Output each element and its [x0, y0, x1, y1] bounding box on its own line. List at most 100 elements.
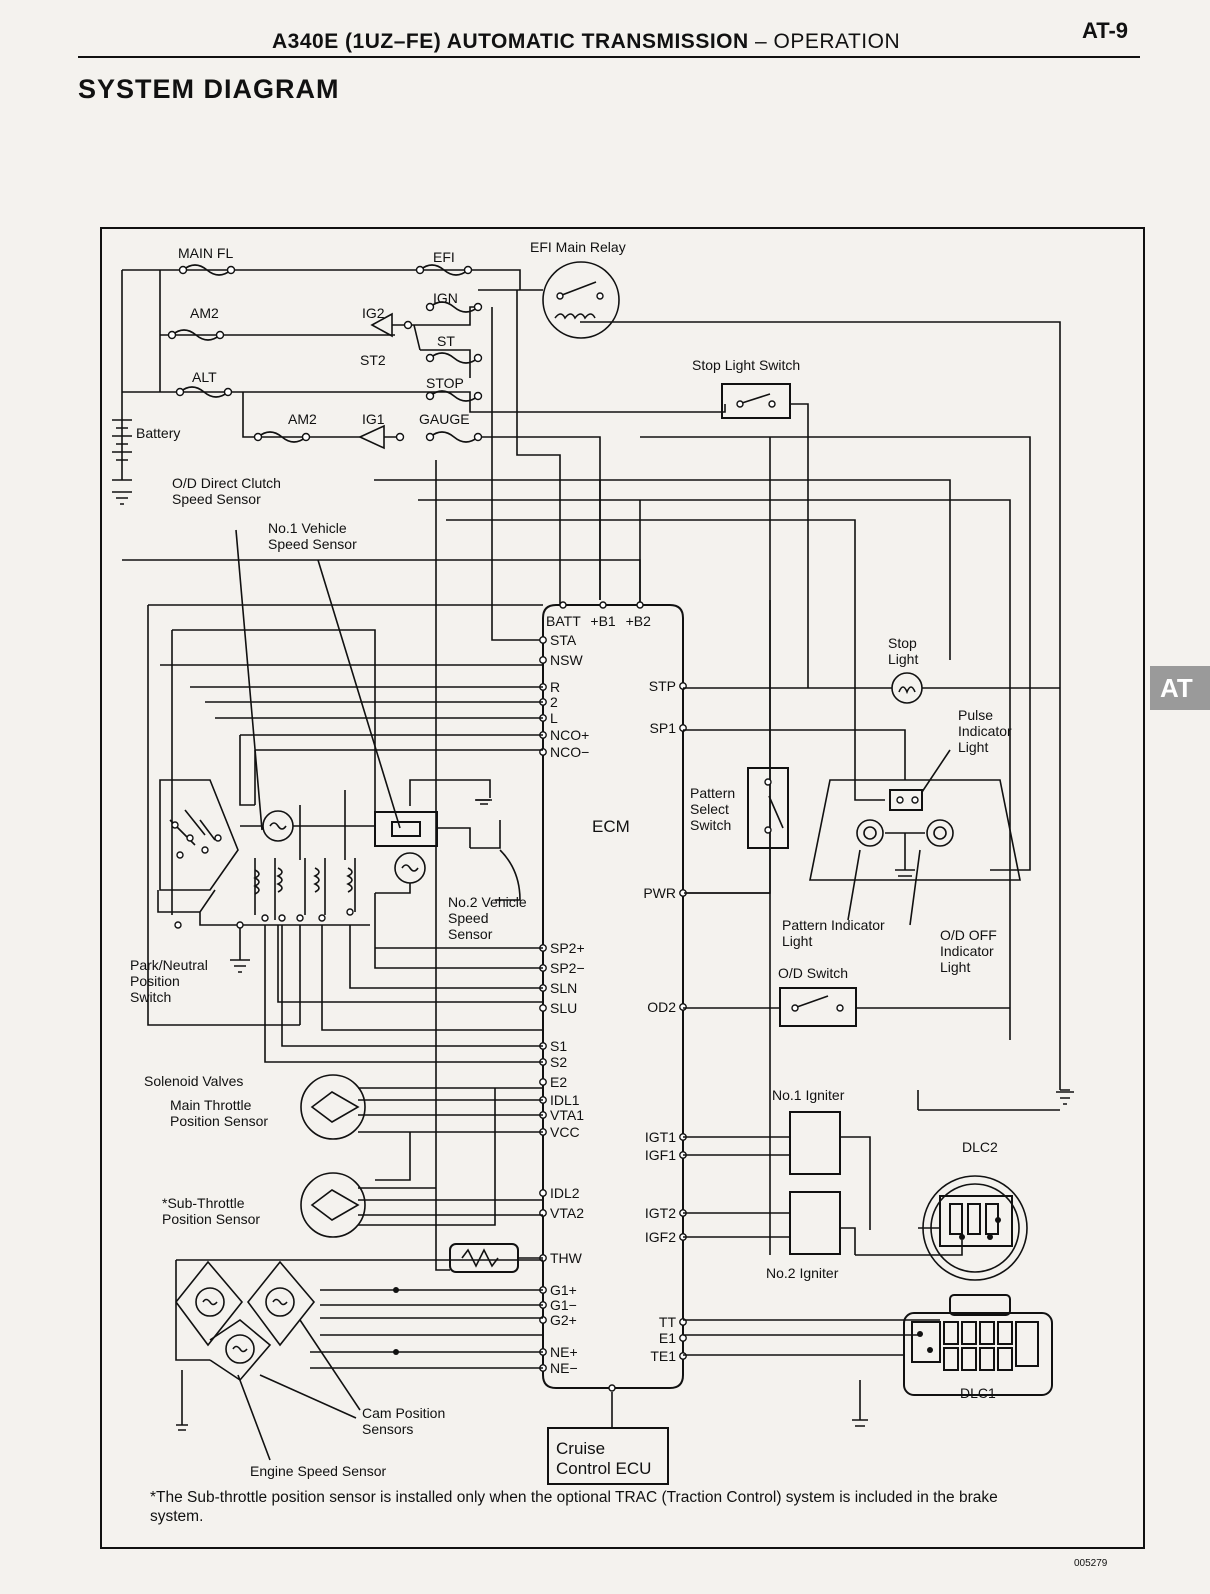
ecm-pin-label: R [550, 679, 560, 695]
ecm-pin-label: SLN [550, 980, 577, 996]
page-number: AT-9 [1082, 18, 1129, 43]
ecm-pin-label: NE− [550, 1360, 578, 1376]
label-dlc2: DLC2 [962, 1139, 998, 1155]
ecm-pin-label: TT [659, 1314, 677, 1330]
ecm-pins-top: BATT +B1 +B2 [546, 613, 651, 629]
ecm-pin-label: SP1 [650, 720, 677, 736]
ecm-pin-label: STA [550, 632, 577, 648]
ecm-pin-label: SLU [550, 1000, 577, 1016]
ecm-pin-label: IGT2 [645, 1205, 676, 1221]
label-dlc1: DLC1 [960, 1385, 996, 1401]
label-am2-bottom: AM2 [288, 411, 317, 427]
ecm-pin-label: G2+ [550, 1312, 577, 1328]
ecm-pin-label: VTA2 [550, 1205, 584, 1221]
ecm-pin-label: NE+ [550, 1344, 578, 1360]
stop-light-switch [721, 383, 791, 419]
header-title: A340E (1UZ–FE) AUTOMATIC TRANSMISSION [272, 30, 749, 53]
section-tab: AT [1150, 666, 1210, 710]
component-labels: MAIN FL EFI EFI Main Relay AM2 IG2 IGN S… [130, 239, 1012, 1479]
ecm-pin-label: NSW [550, 652, 583, 668]
ecm-pin-dot [539, 1189, 547, 1197]
label-ig2: IG2 [362, 305, 385, 321]
ecm-pin-label: IGT1 [645, 1129, 676, 1145]
figure-code: 005279 [1074, 1558, 1108, 1569]
label-solenoids: Solenoid Valves [144, 1073, 243, 1089]
ecm-pin-b2: +B2 [626, 613, 652, 629]
label-ign: IGN [433, 290, 458, 306]
ecm-pin-label: PWR [643, 885, 676, 901]
ecm-pin-dot [679, 1003, 687, 1011]
ecm-pin-label: IDL1 [550, 1092, 580, 1108]
label-st2: ST2 [360, 352, 386, 368]
ecm-pin-dot [539, 636, 547, 644]
ecm-pin-label: G1− [550, 1297, 577, 1313]
transmission-sensors [147, 529, 543, 1063]
ecm-pin-dot [539, 1004, 547, 1012]
footnote: *The Sub-throttle position sensor is ins… [150, 1489, 998, 1525]
ecm-pin-label: E2 [550, 1074, 567, 1090]
dlc2-connector [855, 1175, 1028, 1281]
ecm-pin-label: S2 [550, 1054, 567, 1070]
label-efi-relay: EFI Main Relay [530, 239, 626, 255]
fuse-symbols [167, 264, 483, 450]
cam-engine-sensors [174, 1259, 543, 1461]
cruise-ecu-box [547, 1392, 669, 1485]
ecm-pin-label: E1 [659, 1330, 676, 1346]
diagram-frame [100, 227, 1145, 1549]
label-am2-top: AM2 [190, 305, 219, 321]
ecm-pin-label: IDL2 [550, 1185, 580, 1201]
throttle-sensors [300, 460, 543, 1273]
ecm-pin-label: L [550, 710, 558, 726]
label-engine-speed: Engine Speed Sensor [250, 1463, 387, 1479]
ecm-pin-label: IGF2 [645, 1229, 676, 1245]
label-ig1: IG1 [362, 411, 385, 427]
dlc1-connector [903, 1294, 1053, 1396]
ecm-unit: BATT +B1 +B2 ECM STANSWR2LNCO+NCO−SP2+SP… [539, 601, 687, 1392]
label-od-switch: O/D Switch [778, 965, 848, 981]
ecm-pin-label: IGF1 [645, 1147, 676, 1163]
ecm-pin-dot [539, 656, 547, 664]
header-rule [78, 56, 1140, 58]
label-st: ST [437, 333, 455, 349]
ecm-pin-label: SP2+ [550, 940, 585, 956]
page-header-title: A340E (1UZ–FE) AUTOMATIC TRANSMISSION – … [272, 30, 900, 54]
ecm-pin-dot [539, 1078, 547, 1086]
ecm-pin-label: THW [550, 1250, 583, 1266]
label-battery: Battery [136, 425, 180, 441]
ecm-pin-b1: +B1 [590, 613, 616, 629]
section-title: SYSTEM DIAGRAM [78, 74, 340, 104]
ecm-pin-label: 2 [550, 694, 558, 710]
label-no2-igniter: No.2 Igniter [766, 1265, 839, 1281]
ecm-pin-batt: BATT [546, 613, 581, 629]
battery-symbol [112, 419, 132, 505]
header-section: – OPERATION [755, 30, 901, 53]
power-wiring [112, 269, 1061, 1090]
ecm-pin-label: TE1 [650, 1348, 676, 1364]
ecm-left-pins: STANSWR2LNCO+NCO−SP2+SP2−SLNSLUS1S2E2IDL… [539, 632, 589, 1376]
ecm-pin-label: G1+ [550, 1282, 577, 1298]
label-stop-switch: Stop Light Switch [692, 357, 800, 373]
label-no1-igniter: No.1 Igniter [772, 1087, 845, 1103]
label-stop: STOP [426, 375, 464, 391]
efi-main-relay [542, 261, 620, 339]
label-gauge: GAUGE [419, 411, 470, 427]
ecm-pin-label: SP2− [550, 960, 585, 976]
ecm-pin-label: S1 [550, 1038, 567, 1054]
ecm-pin-label: STP [649, 678, 676, 694]
